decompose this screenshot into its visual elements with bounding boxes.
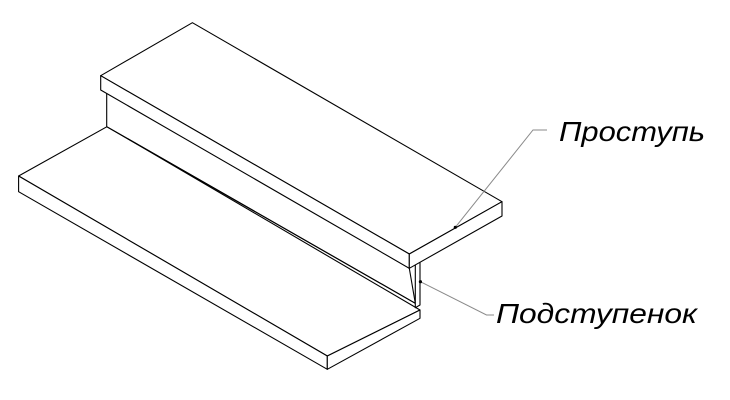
riser-callout: Подступенок — [418, 280, 699, 329]
lower-tread — [18, 126, 421, 370]
tread-leader-dot — [453, 225, 457, 229]
riser-label: Подступенок — [496, 298, 699, 329]
tread-callout: Проступь — [453, 116, 705, 229]
riser-edge-strip — [414, 258, 421, 309]
riser-leader-dot — [418, 280, 422, 284]
lower-tread-side-face — [326, 309, 421, 370]
top-tread-side-face — [408, 201, 503, 269]
riser-leader-line — [420, 281, 494, 316]
tread-leader-line — [454, 129, 547, 228]
tread-label: Проступь — [559, 116, 705, 147]
upper-riser — [106, 89, 421, 309]
top-tread — [100, 22, 503, 269]
